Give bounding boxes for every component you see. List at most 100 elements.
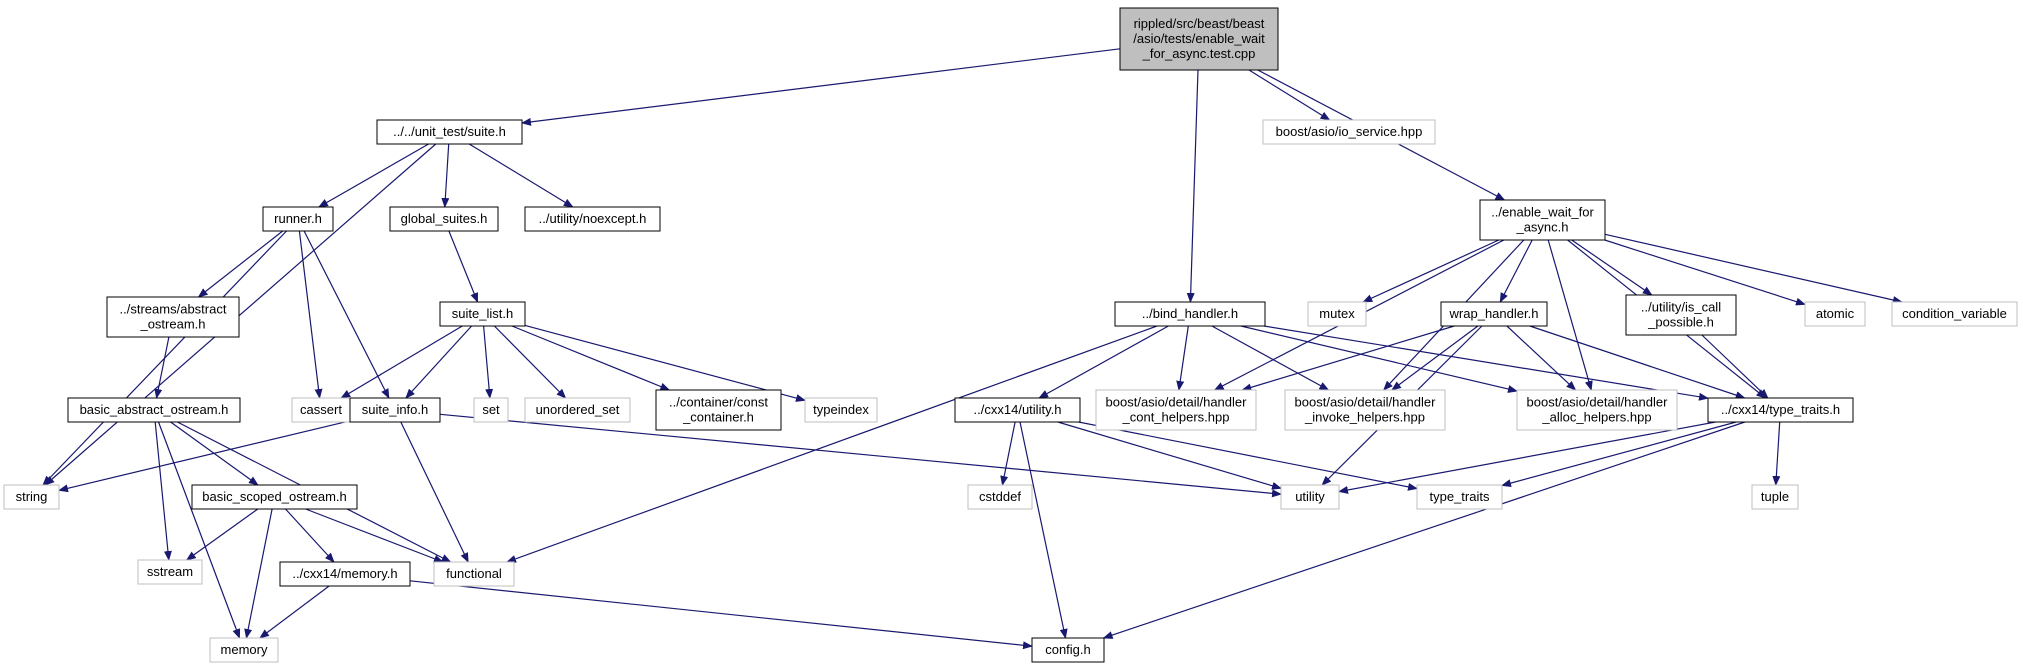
node-basic-abstract[interactable]: basic_abstract_ostream.h: [67, 397, 241, 423]
node-cxx14-memory[interactable]: ../cxx14/memory.h: [279, 561, 411, 587]
edge-suite_info-to-utility: [439, 413, 1282, 498]
node-box: [1119, 7, 1279, 71]
node-runner-h[interactable]: runner.h: [262, 206, 334, 232]
node-cassert: cassert: [291, 397, 351, 423]
node-label: suite_list.h: [452, 306, 513, 321]
node-cond-var: condition_variable: [1891, 301, 2018, 327]
node-is-call[interactable]: ../utility/is_call_possible.h: [1625, 294, 1737, 336]
edge-type_traits_h-to-type_traits: [1501, 421, 1737, 488]
node-root[interactable]: rippled/src/beast/beast/asio/tests/enabl…: [1119, 7, 1279, 71]
node-const-container[interactable]: ../container/const_container.h: [655, 389, 782, 431]
node-label: ../container/const: [669, 395, 768, 410]
node-suite-info[interactable]: suite_info.h: [349, 397, 441, 423]
node-label: global_suites.h: [401, 211, 488, 226]
node-box: [1095, 389, 1257, 431]
nodes-layer: rippled/src/beast/beast/asio/tests/enabl…: [3, 7, 2018, 663]
node-box: [804, 397, 878, 423]
node-type-traits: type_traits: [1416, 484, 1503, 510]
edge-suite_h-to-global_suites: [441, 143, 450, 208]
node-label: _ostream.h: [139, 317, 205, 332]
edge-bind_handler-to-alloc_helpers: [1240, 325, 1518, 393]
edge-type_traits_h-to-utility: [1338, 421, 1716, 494]
node-functional: functional: [433, 561, 515, 587]
edge-suite_h-to-string: [44, 143, 437, 486]
node-label: cstddef: [979, 489, 1021, 504]
edge-wrap_handler-to-invoke_helpers: [1391, 325, 1479, 391]
node-label: cassert: [300, 402, 342, 417]
edge-enable_wait-to-mutex: [1362, 239, 1500, 303]
node-box: [191, 484, 358, 510]
node-typeindex: typeindex: [804, 397, 878, 423]
node-label: basic_abstract_ostream.h: [80, 402, 229, 417]
edge-basic_abstract-to-sstream: [154, 421, 172, 561]
edge-bind_handler-to-invoke_helpers: [1211, 325, 1330, 391]
node-box: [1516, 389, 1678, 431]
node-label: suite_info.h: [362, 402, 429, 417]
node-cont-helpers: boost/asio/detail/handler_cont_helpers.h…: [1095, 389, 1257, 431]
node-label: boost/asio/detail/handler: [1527, 395, 1669, 410]
edge-suite_list-to-set: [483, 325, 494, 399]
edge-cxx14_utility-to-utility: [1057, 421, 1282, 490]
node-label: boost/asio/io_service.hpp: [1276, 124, 1423, 139]
node-box: [433, 561, 515, 587]
node-box: [1307, 301, 1367, 327]
node-noexcept[interactable]: ../utility/noexcept.h: [524, 206, 661, 232]
node-box: [106, 296, 240, 338]
edge-type_traits_h-to-config: [1102, 421, 1746, 639]
node-label: ../cxx14/type_traits.h: [1721, 402, 1840, 417]
node-type-traits-h[interactable]: ../cxx14/type_traits.h: [1707, 397, 1854, 423]
node-box: [1031, 637, 1105, 663]
node-invoke-helpers: boost/asio/detail/handler_invoke_helpers…: [1284, 389, 1446, 431]
node-label: ../cxx14/utility.h: [974, 402, 1062, 417]
node-box: [209, 637, 279, 663]
node-box: [1751, 484, 1799, 510]
node-suite-list[interactable]: suite_list.h: [439, 301, 526, 327]
node-wrap-handler[interactable]: wrap_handler.h: [1440, 301, 1548, 327]
edge-cxx14_utility-to-type_traits: [1078, 421, 1418, 491]
node-global-suites[interactable]: global_suites.h: [389, 206, 499, 232]
node-box: [1479, 199, 1606, 241]
node-label: ../bind_handler.h: [1142, 306, 1238, 321]
edge-basic_scoped-to-functional: [305, 508, 444, 563]
node-label: boost/asio/detail/handler: [1106, 395, 1248, 410]
node-label: string: [16, 489, 48, 504]
node-label: config.h: [1045, 642, 1091, 657]
node-box: [439, 301, 526, 327]
node-atomic: atomic: [1804, 301, 1866, 327]
edge-cxx14_memory-to-config: [409, 580, 1033, 650]
node-label: _alloc_helpers.hpp: [1541, 410, 1651, 425]
node-label: _async.h: [1515, 220, 1568, 235]
edge-root-to-io_service: [1248, 69, 1331, 121]
edge-basic_scoped-to-cxx14_memory: [285, 508, 335, 563]
node-bind-handler[interactable]: ../bind_handler.h: [1114, 301, 1266, 327]
edge-cxx14_memory-to-memory: [259, 585, 330, 639]
node-box: [655, 389, 782, 431]
node-string: string: [3, 484, 60, 510]
edge-suite_list-to-const_container: [511, 325, 671, 391]
node-box: [291, 397, 351, 423]
edges-layer: [42, 48, 1903, 650]
edge-suite_list-to-typeindex: [524, 324, 806, 402]
node-tuple: tuple: [1751, 484, 1799, 510]
node-label: /asio/tests/enable_wait: [1133, 31, 1265, 46]
node-config[interactable]: config.h: [1031, 637, 1105, 663]
node-memory: memory: [209, 637, 279, 663]
node-basic-scoped[interactable]: basic_scoped_ostream.h: [191, 484, 358, 510]
edge-root-to-bind_handler: [1186, 69, 1199, 303]
node-box: [1440, 301, 1548, 327]
node-box: [376, 119, 523, 145]
node-label: condition_variable: [1902, 306, 2007, 321]
edge-basic_scoped-to-memory: [244, 508, 273, 639]
node-label: atomic: [1816, 306, 1855, 321]
edge-suite_info-to-functional: [400, 421, 469, 563]
node-suite-h[interactable]: ../../unit_test/suite.h: [376, 119, 523, 145]
node-box: [1262, 119, 1436, 145]
node-label: type_traits: [1430, 489, 1490, 504]
edge-suite_list-to-cassert: [340, 325, 463, 399]
node-cxx14-utility[interactable]: ../cxx14/utility.h: [954, 397, 1081, 423]
node-abstract-ostream[interactable]: ../streams/abstract_ostream.h: [106, 296, 240, 338]
node-label: _possible.h: [1647, 315, 1714, 330]
node-enable-wait[interactable]: ../enable_wait_for_async.h: [1479, 199, 1606, 241]
node-label: ../enable_wait_for: [1491, 205, 1594, 220]
